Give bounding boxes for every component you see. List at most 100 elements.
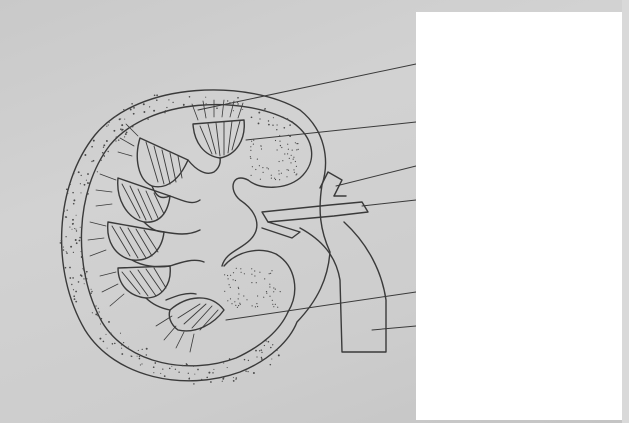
stipple-dot (95, 313, 97, 315)
stipple-dot (103, 147, 104, 148)
stipple-dot (292, 150, 293, 151)
stipple-dot (194, 374, 195, 375)
stipple-dot (123, 109, 124, 110)
stipple-dot (276, 129, 277, 130)
stipple-dot (71, 284, 72, 285)
stipple-dot (260, 145, 261, 146)
stipple-dot (237, 307, 238, 308)
stipple-dot (121, 124, 123, 126)
stipple-dot (93, 140, 95, 142)
stipple-dot (279, 135, 280, 136)
stipple-dot (291, 155, 292, 156)
stipple-dot (73, 223, 74, 224)
stipple-dot (270, 347, 272, 349)
stipple-dot (262, 167, 263, 168)
stipple-dot (295, 161, 296, 162)
stipple-dot (275, 140, 276, 141)
stipple-dot (66, 253, 67, 254)
stipple-dot (175, 369, 176, 370)
stipple-dot (169, 368, 171, 370)
stipple-dot (256, 356, 257, 357)
stipple-dot (66, 251, 67, 252)
stipple-dot (252, 166, 253, 167)
stipple-dot (263, 297, 264, 298)
stipple-dot (78, 171, 80, 173)
stipple-dot (270, 273, 271, 274)
leader-line-2 (246, 122, 416, 140)
stipple-dot (229, 284, 230, 285)
stipple-dot (73, 252, 74, 253)
stipple-dot (166, 107, 167, 108)
stipple-dot (80, 227, 81, 228)
stipple-dot (244, 359, 246, 361)
ureter (300, 222, 386, 352)
stipple-dot (250, 150, 251, 151)
stipple-dot (229, 102, 231, 104)
stipple-dot (105, 334, 106, 335)
leader-line-3 (336, 166, 416, 186)
stipple-dot (70, 184, 71, 185)
stipple-dot (121, 345, 122, 346)
stipple-dot (289, 124, 291, 126)
stipple-dot (271, 358, 272, 359)
stipple-dot (66, 188, 68, 190)
stipple-dot (121, 353, 123, 355)
stipple-dot (131, 103, 133, 105)
stipple-dot (63, 249, 65, 251)
stipple-dot (133, 113, 135, 115)
stipple-dot (67, 210, 68, 211)
stipple-dot (123, 342, 124, 343)
stipple-dot (205, 97, 206, 98)
stipple-dot (109, 122, 110, 123)
stipple-dot (65, 236, 66, 237)
stipple-dot (271, 270, 272, 271)
stipple-dot (279, 161, 280, 162)
stipple-dot (278, 354, 280, 356)
stipple-dot (246, 299, 247, 300)
stipple-dot (254, 275, 255, 276)
stipple-dot (245, 370, 246, 371)
stipple-dot (266, 291, 267, 292)
stipple-dot (258, 112, 260, 114)
stipple-dot (97, 171, 98, 172)
stipple-dot (106, 140, 108, 142)
stipple-dot (233, 377, 234, 378)
stipple-dot (269, 286, 270, 287)
stipple-dot (69, 277, 71, 279)
stipple-dot (261, 352, 262, 353)
stipple-dot (91, 161, 92, 162)
stipple-dot (186, 364, 188, 366)
stipple-dot (236, 268, 237, 269)
stipple-dot (281, 147, 282, 148)
stipple-dot (213, 369, 214, 370)
stipple-dot (120, 333, 121, 334)
stipple-dot (230, 287, 231, 288)
stipple-dot (233, 279, 234, 280)
stipple-dot (240, 268, 241, 269)
stipple-dot (228, 278, 229, 279)
stipple-dot (289, 135, 291, 137)
stipple-dot (257, 159, 258, 160)
stipple-dot (251, 274, 252, 275)
stipple-dot (251, 175, 252, 176)
stipple-dot (86, 180, 87, 181)
stipple-dot (72, 192, 74, 194)
stipple-dot (237, 103, 239, 105)
stipple-dot (277, 350, 278, 351)
stipple-dot (286, 176, 287, 177)
kidney-capsule-outline (62, 90, 330, 381)
stipple-dot (153, 366, 155, 368)
stipple-dot (147, 119, 148, 120)
stipple-dot (261, 148, 262, 149)
stipple-dot (137, 356, 138, 357)
stipple-dot (76, 242, 78, 244)
stipple-dot (266, 340, 267, 341)
stipple-dot (242, 109, 243, 110)
stipple-dot (210, 381, 212, 383)
stipple-dot (238, 305, 239, 306)
stipple-dot (85, 273, 86, 274)
stipple-dot (146, 348, 148, 350)
stipple-dot (154, 94, 156, 96)
stipple-dot (164, 112, 165, 113)
